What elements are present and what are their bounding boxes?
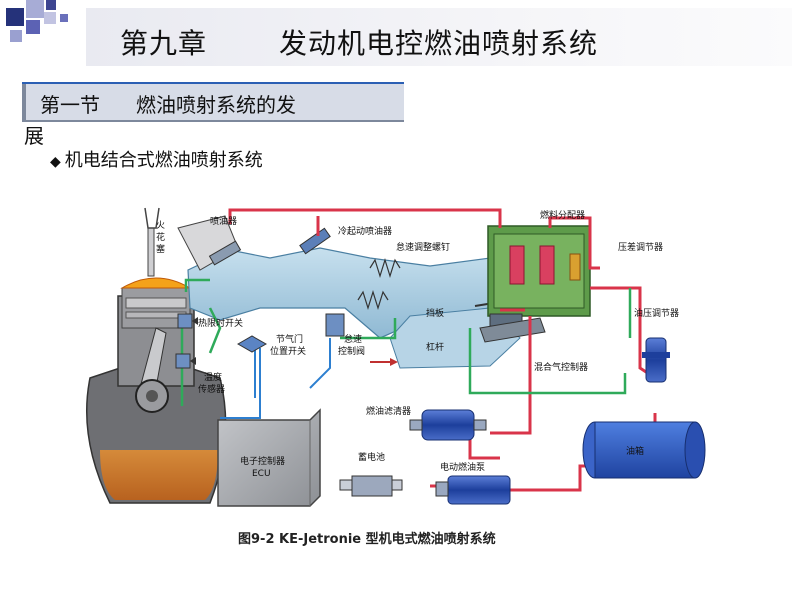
label-fuel-filter: 燃油滤清器 — [366, 405, 411, 417]
label-mixture-controller: 混合气控制器 — [534, 361, 588, 373]
label-throttle-switch-1: 节气门 — [276, 333, 303, 345]
label-spark-plug-2: 花 — [156, 231, 165, 243]
injector-assembly — [144, 207, 331, 277]
corner-square-7 — [60, 14, 68, 22]
ecu-box — [217, 408, 321, 507]
section-heading: 第一节 燃油喷射系统的发 — [40, 89, 296, 118]
idle-control-valve — [325, 313, 345, 337]
section-number: 第一节 — [40, 93, 100, 117]
label-cold-start-injector: 冷起动喷油器 — [338, 225, 392, 237]
label-pressure-regulator: 油压调节器 — [634, 307, 679, 319]
label-spark-plug-1: 火 — [156, 220, 165, 231]
figure-caption: 图9-2 KE-Jetronie 型机电式燃油喷射系统 — [238, 532, 496, 547]
pressure-regulator — [642, 337, 670, 383]
bullet-text: 机电结合式燃油喷射系统 — [64, 150, 263, 171]
section-title-wrap: 展 — [24, 124, 44, 148]
label-fuel-distributor: 燃料分配器 — [540, 209, 585, 221]
label-thermo-time-switch: 热限时开关 — [198, 317, 243, 329]
label-temp-sensor-1: 温度 — [204, 371, 222, 383]
throttle-position-switch — [236, 335, 268, 353]
label-fuel-tank: 油箱 — [626, 445, 644, 457]
section-title: 燃油喷射系统的发 — [136, 93, 296, 117]
corner-square-3 — [26, 20, 40, 34]
label-ecu-1: 电子控制器 — [240, 455, 285, 467]
chapter-title: 发动机电控燃油喷射系统 — [279, 27, 599, 60]
corner-square-5 — [10, 30, 22, 42]
section-heading-box — [22, 84, 404, 122]
fuel-injection-diagram: 喷油器 火 花 塞 冷起动喷油器 怠速调整螺钉 燃料分配器 压差调节器 热限时开… — [86, 207, 706, 507]
label-idle-valve-2: 控制阀 — [338, 345, 365, 357]
slide-title: 第九章 发动机电控燃油喷射系统 — [120, 22, 598, 62]
intake-manifold — [187, 247, 526, 369]
fuel-pump — [435, 475, 511, 505]
chapter-label: 第九章 — [120, 27, 208, 60]
temp-sensor — [175, 353, 196, 369]
label-idle-screw: 怠速调整螺钉 — [396, 241, 450, 253]
label-ecu-2: ECU — [252, 469, 271, 479]
corner-square-1 — [6, 8, 24, 26]
label-lever: 杠杆 — [426, 341, 444, 353]
fuel-tank — [582, 421, 706, 479]
label-baffle: 挡板 — [426, 307, 444, 319]
title-bar — [86, 8, 792, 66]
fuel-filter — [409, 409, 487, 441]
corner-square-4 — [44, 12, 56, 24]
section-heading-rule — [22, 82, 404, 84]
label-idle-valve-1: 怠速 — [344, 333, 362, 345]
diamond-bullet-icon: ◆ — [50, 154, 61, 170]
label-temp-sensor-2: 传感器 — [198, 383, 225, 395]
label-pressure-diff-regulator: 压差调节器 — [618, 241, 663, 253]
label-spark-plug-3: 塞 — [156, 243, 165, 255]
label-battery: 蓄电池 — [358, 451, 385, 463]
corner-square-6 — [46, 0, 56, 10]
label-injector: 喷油器 — [210, 215, 237, 227]
label-fuel-pump: 电动燃油泵 — [440, 461, 485, 473]
bullet-item: ◆机电结合式燃油喷射系统 — [50, 146, 263, 172]
thermo-time-switch — [177, 313, 198, 329]
label-throttle-switch-2: 位置开关 — [270, 345, 306, 357]
fuel-distributor — [479, 225, 591, 343]
battery — [339, 475, 403, 497]
corner-square-2 — [26, 0, 44, 18]
